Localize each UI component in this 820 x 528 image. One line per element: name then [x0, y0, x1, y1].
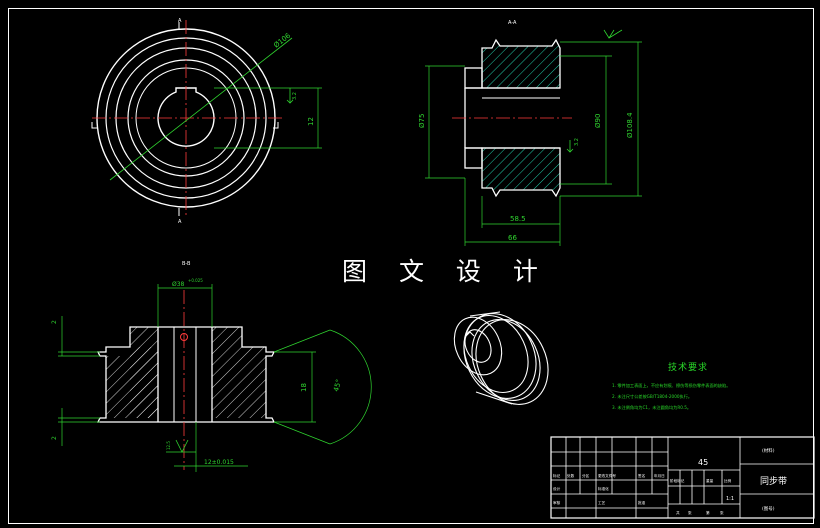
bottom-title: B-B — [182, 261, 191, 267]
side-inner-dia: Ø90 — [594, 114, 602, 128]
row-label-1: 处数 — [567, 473, 575, 478]
material-label: (材料) — [762, 447, 775, 454]
row2-label-0: 设计 — [553, 486, 561, 491]
title-block-text: 45 (材料) 同步带 (图号) 1:1 标记 处数 分区 更改文件号 签名 年… — [553, 447, 787, 515]
bottom-chamfer-top: 2 — [51, 320, 58, 324]
side-outer-dia: Ø108.4 — [626, 112, 634, 138]
row3-label-2: 批准 — [638, 500, 646, 505]
watermark-text: 图 文 设 计 — [342, 257, 550, 286]
row3-label-1: 工艺 — [598, 500, 606, 505]
front-keyway-width: 12 — [307, 117, 315, 126]
bottom-roughness: 12.5 — [166, 441, 171, 450]
front-section-bottom: A — [178, 219, 182, 225]
section-view: A-A Ø75 Ø90 Ø108.4 58.5 66 — [418, 20, 642, 246]
bottom-keyway: 12±0.015 — [204, 459, 234, 466]
scale-value: 1:1 — [726, 496, 734, 502]
section-title: A-A — [508, 20, 517, 26]
front-view: A A Ø106 12 3.2 — [91, 18, 322, 225]
bottom-chamfer-bottom: 2 — [51, 436, 58, 440]
tech-item-3: 3. 未注倒角均为C1，未注圆角均为R0.5。 — [612, 404, 691, 411]
row-label-5: 年月日 — [654, 473, 665, 478]
row2-label-2: 阶段标记 — [670, 478, 685, 483]
front-roughness: 3.2 — [292, 92, 298, 100]
material-value: 45 — [698, 458, 708, 467]
row3-label-0: 审核 — [553, 500, 561, 505]
part-name: 同步带 — [760, 476, 787, 487]
sheet-label-0: 共 — [676, 510, 680, 515]
drawing-border — [8, 8, 814, 524]
sheet-label-1: 张 — [688, 510, 692, 515]
side-width-total: 66 — [508, 234, 517, 242]
sheet-label-2: 第 — [706, 510, 710, 515]
row-label-2: 分区 — [582, 473, 590, 478]
row-label-0: 标记 — [553, 473, 561, 478]
row2-label-1: 标准化 — [598, 486, 609, 491]
bottom-angle: 45° — [332, 378, 343, 392]
front-section-top: A — [178, 18, 182, 24]
sheet-label-3: 张 — [720, 510, 724, 515]
bottom-tolerance: +0.025 — [188, 278, 203, 283]
bottom-section: B-B Ø38 +0.025 2 — [51, 261, 372, 472]
side-width-inner: 58.5 — [510, 215, 526, 223]
tech-item-1: 1. 零件加工表面上，不应有划痕、擦伤等损伤零件表面的缺陷。 — [612, 382, 730, 389]
bottom-hub-dia: Ø38 — [172, 281, 185, 288]
side-roughness: 3.2 — [574, 138, 580, 146]
tech-title: 技术要求 — [668, 361, 708, 373]
tech-item-2: 2. 未注尺寸公差按GB/T1804-2000执行。 — [612, 393, 692, 400]
row2-label-4: 比例 — [724, 478, 732, 483]
tech-requirements: 技术要求 1. 零件加工表面上，不应有划痕、擦伤等损伤零件表面的缺陷。 2. 未… — [612, 361, 730, 411]
drawing-no-label: (图号) — [762, 506, 775, 512]
row-label-3: 更改文件号 — [598, 473, 616, 478]
title-block — [550, 436, 815, 519]
isometric-view — [453, 311, 549, 405]
row2-label-3: 重量 — [706, 478, 714, 483]
bottom-height: 18 — [300, 383, 308, 392]
side-left-dia: Ø75 — [418, 114, 426, 128]
row-label-4: 签名 — [638, 473, 646, 478]
